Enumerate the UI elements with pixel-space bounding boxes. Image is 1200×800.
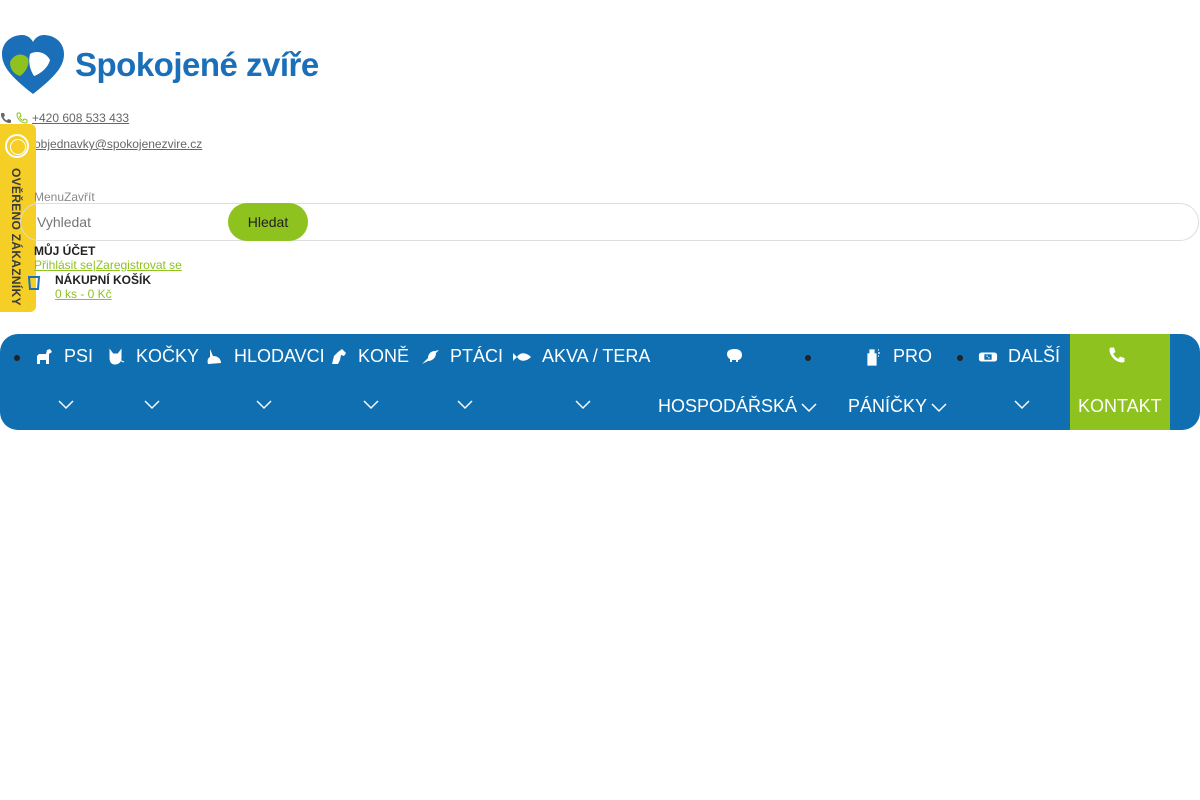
nav-label: KOČKY <box>136 346 200 366</box>
nav-item-kocky[interactable]: KOČKY <box>104 334 204 430</box>
seal-icon <box>5 134 29 158</box>
horse-icon <box>332 348 346 364</box>
cat-icon <box>109 348 125 365</box>
bird-icon <box>422 349 439 364</box>
chevron-down-icon <box>144 400 160 410</box>
pig-icon <box>727 349 742 362</box>
dog-icon <box>37 348 52 364</box>
chevron-down-icon <box>256 400 272 410</box>
phone-icon <box>1 113 11 123</box>
chevron-down-icon <box>931 402 947 412</box>
register-link[interactable]: Zaregistrovat se <box>95 258 182 272</box>
nav-label: DALŠÍ <box>1008 346 1061 366</box>
cart-title: NÁKUPNÍ KOŠÍK <box>55 273 152 287</box>
nav-label: KONĚ <box>358 346 410 366</box>
nav-bullet <box>805 355 811 361</box>
nav-item-hospodarska[interactable]: HOSPODÁŘSKÁ <box>657 334 827 430</box>
chevron-down-icon <box>1014 400 1030 410</box>
nav-label: HLODAVCI <box>234 346 325 366</box>
phone-icon <box>1109 347 1125 363</box>
account-links: Přihlásit se|Zaregistrovat se <box>34 258 182 272</box>
chevron-down-icon <box>58 400 74 410</box>
nav-item-ptaci[interactable]: PTÁCI <box>420 334 512 430</box>
search-bar: Hledat <box>20 203 1199 241</box>
nav-item-hlodavci[interactable]: HLODAVCI <box>204 334 325 430</box>
nav-contact-label: KONTAKT <box>1078 396 1162 416</box>
account-separator: | <box>92 258 96 272</box>
rabbit-icon <box>207 348 221 364</box>
cart-value[interactable]: 0 ks - 0 Kč <box>55 287 112 301</box>
nav-item-akva-tera[interactable]: AKVA / TERA <box>512 334 657 430</box>
logo[interactable]: Spokojené zvíře <box>0 32 320 100</box>
account-title: MŮJ ÚČET <box>34 244 96 258</box>
chevron-down-icon <box>575 400 591 410</box>
nav-item-kone[interactable]: KONĚ <box>328 334 418 430</box>
fish-icon <box>513 352 531 361</box>
chevron-down-icon <box>363 400 379 410</box>
nav-item-pro-panicky[interactable]: PRO PÁNÍČKY <box>845 334 963 430</box>
nav-label: PTÁCI <box>450 346 504 366</box>
email-contact: objednavky@spokojenezvire.cz <box>34 137 202 151</box>
email-link[interactable]: objednavky@spokojenezvire.cz <box>34 137 203 151</box>
search-button[interactable]: Hledat <box>228 203 308 241</box>
verified-badge-text: OVĚŘENO ZÁKAZNÍKY <box>9 168 23 306</box>
logo-heart-icon <box>2 35 64 94</box>
nav-label: PRO <box>893 346 933 366</box>
nav-label: AKVA / TERA <box>542 346 651 366</box>
close-label[interactable]: Zavřít <box>64 190 95 204</box>
phone-outline-icon <box>16 112 28 124</box>
nav-item-psi[interactable]: PSI <box>0 334 110 430</box>
spray-icon <box>867 348 880 366</box>
phone-link[interactable]: +420 608 533 433 <box>32 111 130 125</box>
main-nav: PSI KOČKY HLODAVCI KONĚ PTÁCI <box>0 334 1200 430</box>
menu-label[interactable]: Menu <box>34 190 65 204</box>
chevron-down-icon <box>801 402 817 412</box>
logo-text: Spokojené zvíře <box>75 46 319 83</box>
nav-item-dalsi[interactable]: DALŠÍ <box>975 334 1070 430</box>
cart-icon[interactable] <box>28 276 40 290</box>
chevron-down-icon <box>457 400 473 410</box>
bandage-icon <box>978 351 998 362</box>
menu-toggle[interactable]: MenuZavřít <box>34 190 95 204</box>
phone-contact: +420 608 533 433 <box>0 111 129 125</box>
nav-label: PSI <box>64 346 94 366</box>
search-input[interactable] <box>35 213 229 231</box>
login-link[interactable]: Přihlásit se <box>34 258 93 272</box>
nav-contact-button[interactable]: KONTAKT <box>1070 334 1170 430</box>
nav-bullet <box>14 355 20 361</box>
nav-bullet <box>957 355 963 361</box>
nav-label: HOSPODÁŘSKÁ <box>658 396 798 416</box>
nav-label-2: PÁNÍČKY <box>848 396 928 416</box>
